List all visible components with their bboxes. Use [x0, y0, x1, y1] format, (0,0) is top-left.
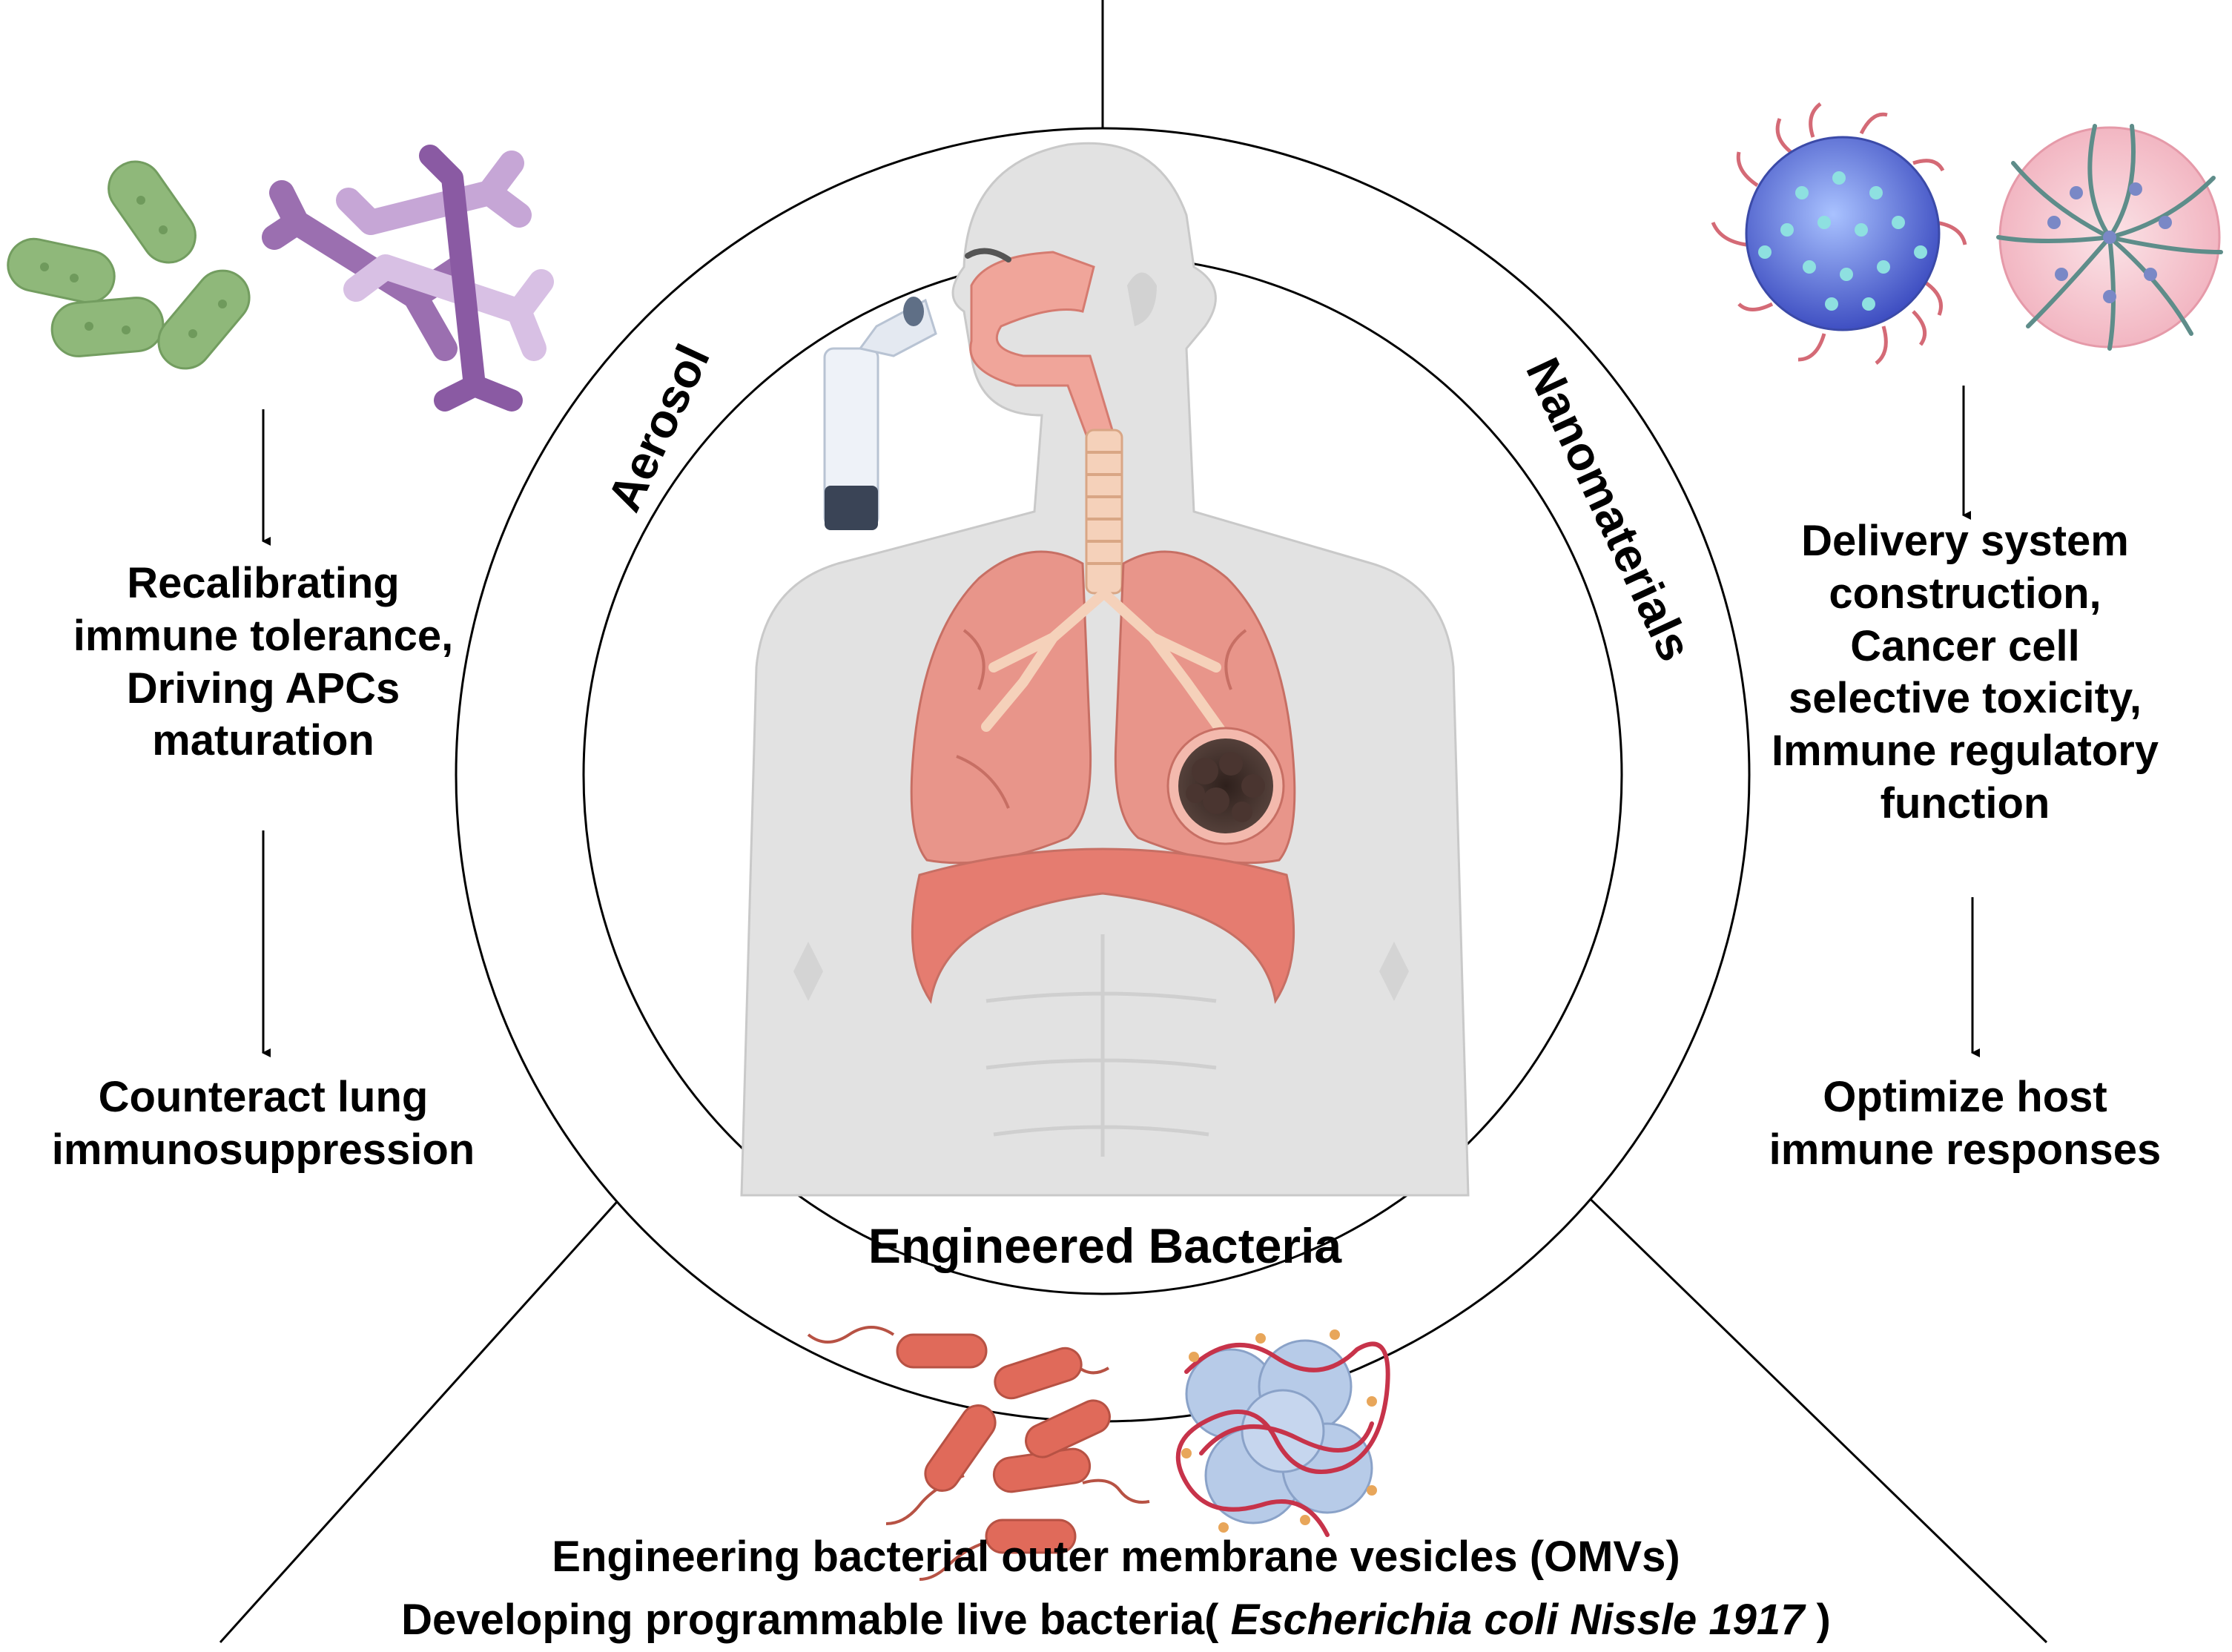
bottom-line-1: Engineering bacterial outer membrane ves… [552, 1533, 1680, 1581]
right-step1-line: Delivery system [1801, 517, 2129, 565]
right-step1-line: Cancer cell [1850, 621, 2080, 670]
airway-icon [965, 248, 1123, 595]
left-step1-line: Driving APCs [126, 664, 400, 713]
left-step2-line: immunosuppression [51, 1125, 475, 1174]
tumor-icon [1166, 727, 1285, 845]
right-step2-text: Optimize host immune responses [1706, 1071, 2225, 1177]
left-step1-line: Recalibrating [127, 559, 400, 607]
right-step1-text: Delivery system construction, Cancer cel… [1706, 515, 2225, 830]
nanoparticle-icon [1711, 102, 1967, 365]
engineered-bacteria-icon [807, 1326, 1150, 1581]
probiotic-bacteria-icon [7, 160, 251, 370]
bottom-line-2-prefix: Developing programmable live bacteria( [401, 1596, 1219, 1644]
bottom-line-2-suffix: ) [1816, 1596, 1831, 1644]
left-step2-line: Counteract lung [98, 1073, 429, 1121]
micelle-icon [1996, 124, 2223, 351]
left-step1-line: immune tolerance, [73, 611, 454, 660]
left-step1-text: Recalibrating immune tolerance, Driving … [15, 558, 512, 767]
right-step1-line: selective toxicity, [1788, 674, 2142, 723]
omv-icon [1175, 1329, 1390, 1537]
right-step2-line: immune responses [1769, 1125, 2162, 1174]
bifidobacteria-icon [262, 145, 554, 412]
right-step1-line: Immune regulatory [1771, 727, 2159, 775]
left-step1-line: maturation [152, 716, 374, 765]
bottom-line-2: Developing programmable live bacteria( E… [185, 1594, 2047, 1647]
left-step2-text: Counteract lung immunosuppression [15, 1071, 512, 1177]
inhaler-icon [823, 297, 937, 530]
engineered-bacteria-label: Engineered Bacteria [868, 1218, 1342, 1273]
right-step1-line: function [1880, 779, 2050, 827]
right-step2-line: Optimize host [1823, 1073, 2107, 1121]
species-name: Escherichia coli Nissle 1917 [1230, 1596, 1805, 1644]
right-step1-line: construction, [1829, 569, 2101, 618]
